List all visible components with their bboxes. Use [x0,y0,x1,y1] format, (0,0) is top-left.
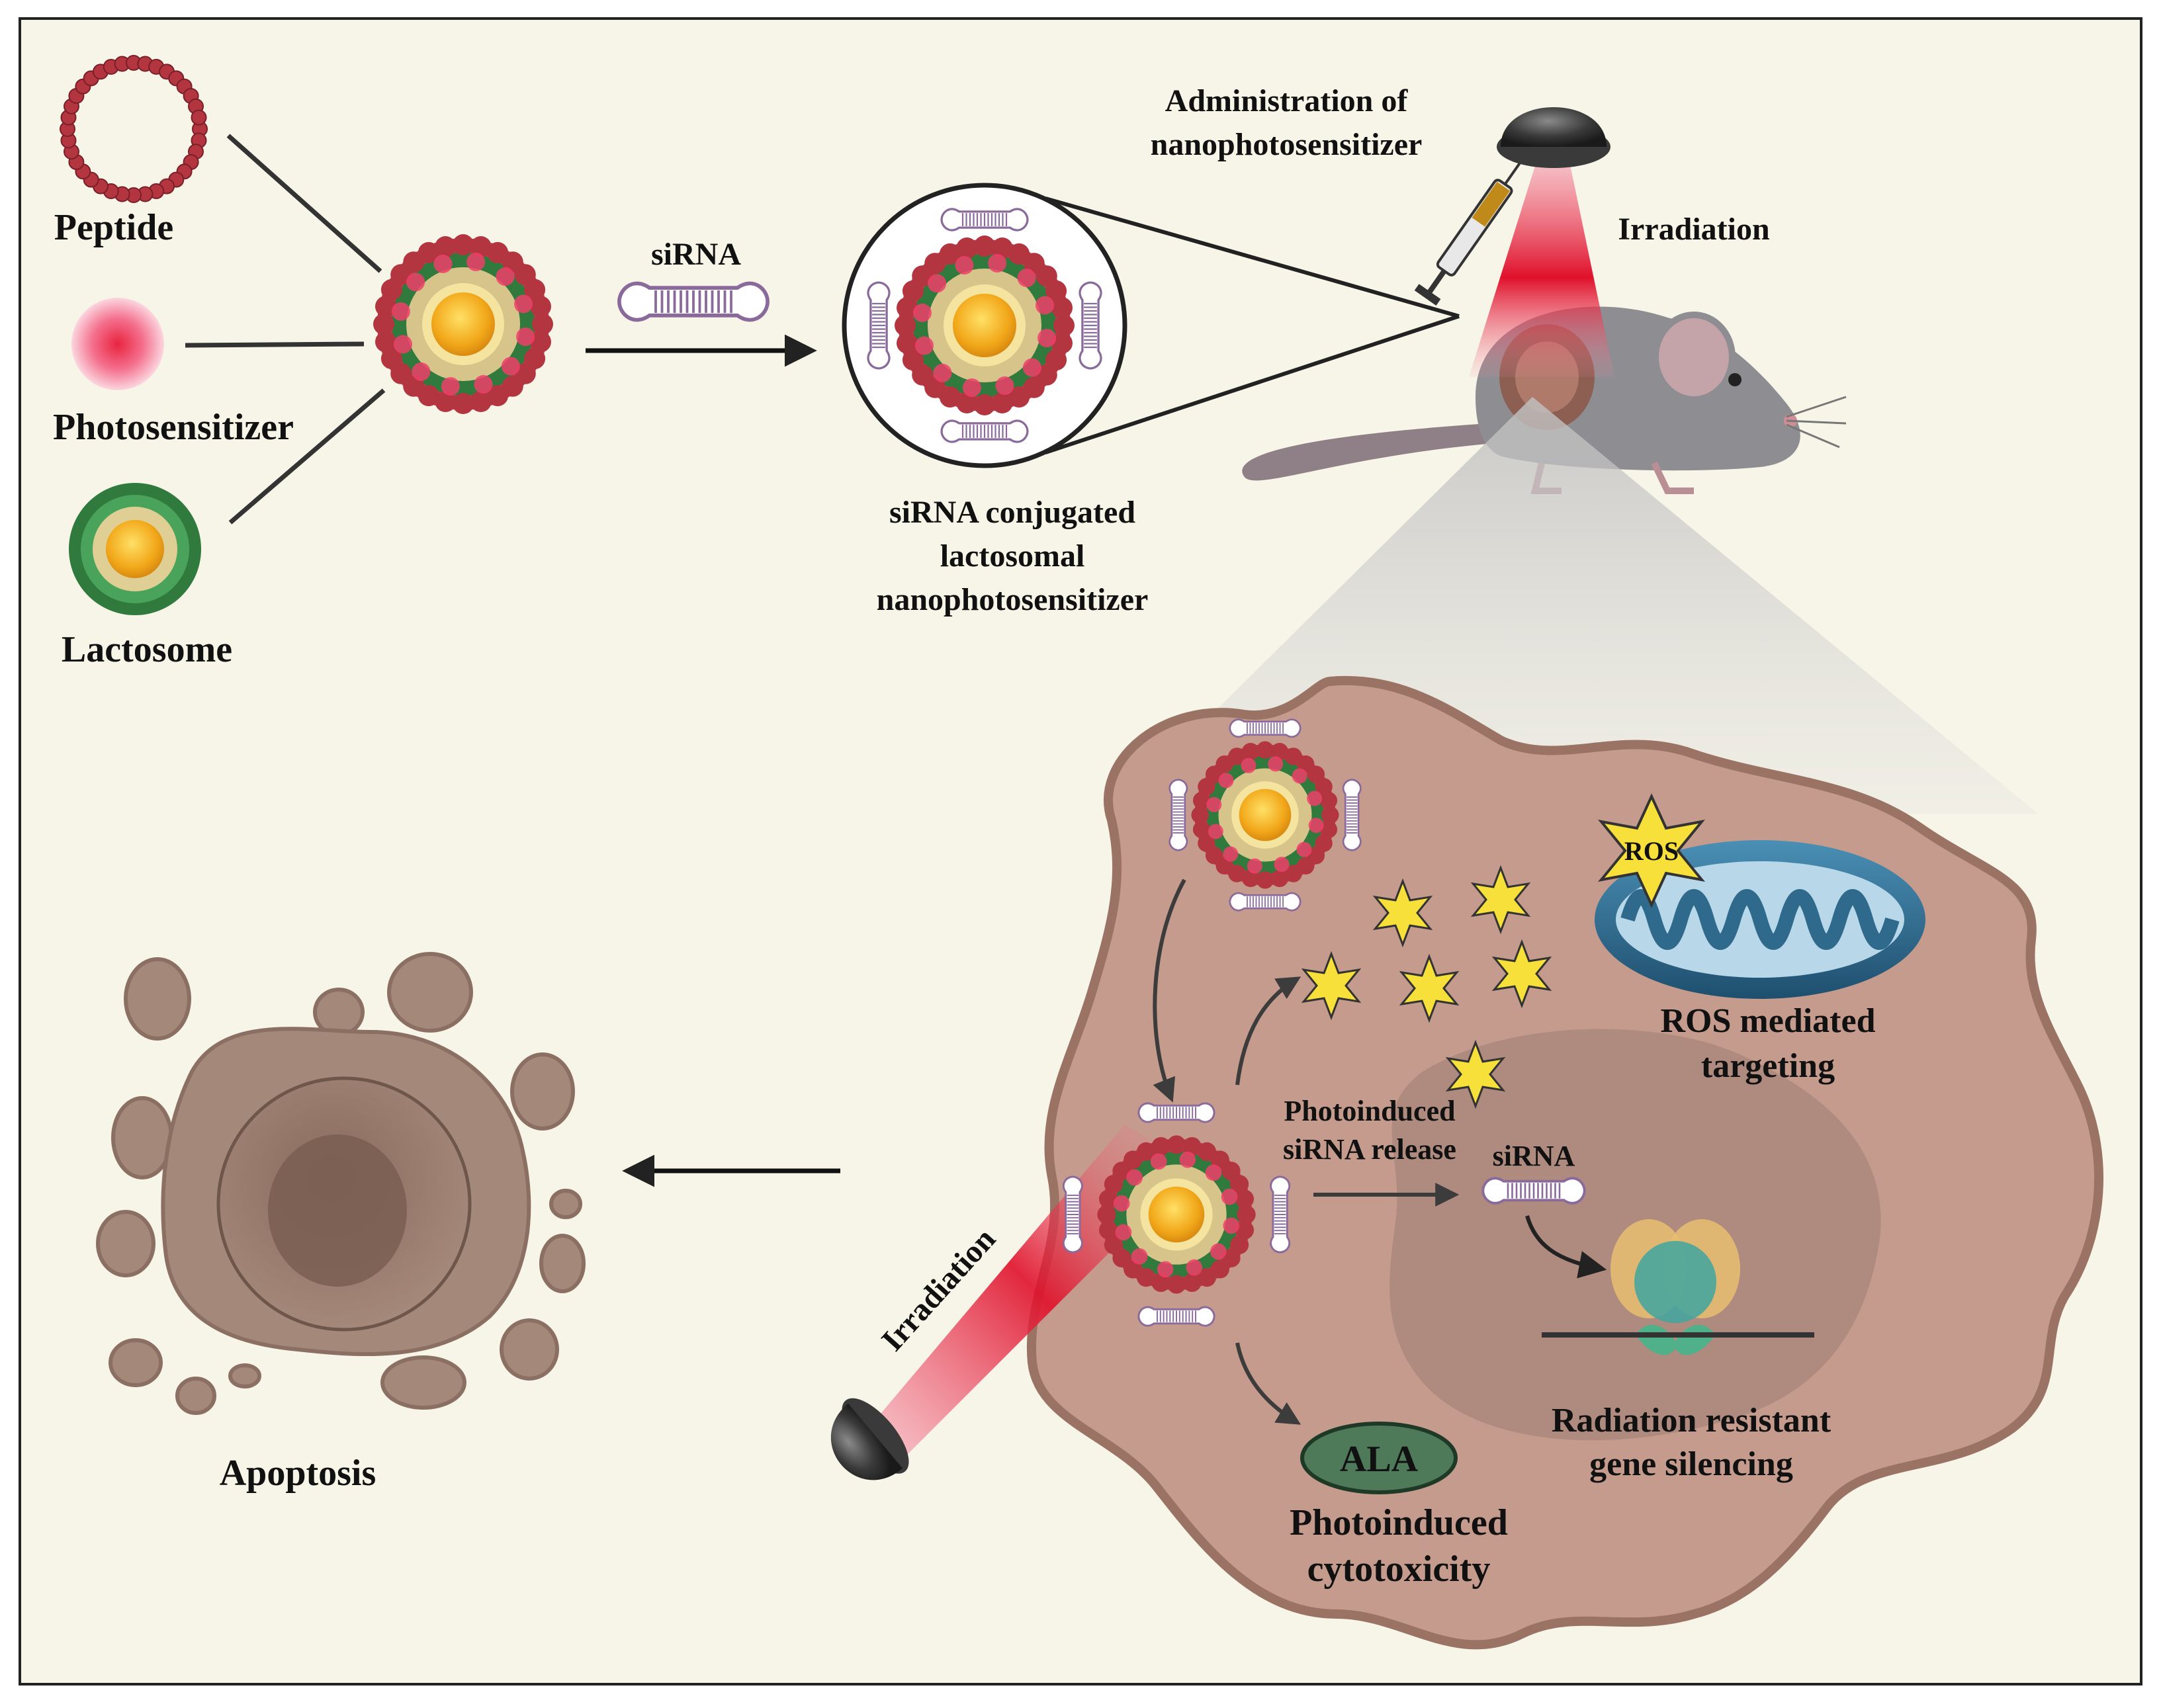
ros-star-label: ROS [1624,836,1679,866]
gene-silencing-label-line1: Radiation resistant [1552,1402,1831,1439]
apoptosis-label: Apoptosis [220,1453,376,1494]
assembly-lines [185,134,386,525]
top-irradiation-beam [1469,155,1614,377]
irradiation-label-top: Irradiation [1618,212,1769,247]
ros-mediated-label-line1: ROS mediated [1661,1002,1876,1040]
bottom-lamp-icon [830,1398,909,1480]
top-lamp-icon [1497,107,1610,168]
ros-star-badge [1597,793,1706,908]
sirna-icon-top [619,283,768,320]
ros-star [1372,878,1433,948]
gene-silencing-label-line2: gene silencing [1589,1445,1793,1483]
mitochondrion [1595,840,1925,999]
ros-star [1301,951,1362,1021]
conjugated-nanophotosensitizer [842,183,1127,468]
photosensitizer-label: Photosensitizer [53,407,294,448]
release-label-line1: Photoinduced [1284,1095,1455,1127]
cytotoxicity-label-line2: cytotoxicity [1307,1549,1491,1590]
ros-star [1470,865,1531,935]
lactosome-icon [69,483,201,615]
ros-arrow [1235,976,1301,1086]
lactosome-label: Lactosome [62,629,232,670]
ros-star [1445,1039,1506,1109]
peptide-bead [191,109,207,126]
ros-mediated-label-line2: targeting [1701,1047,1835,1085]
administration-label-line1: Administration of [1165,83,1409,118]
ros-star [1491,939,1552,1009]
sirna-cell-label: siRNA [1493,1140,1575,1172]
peptide-icon [60,55,208,203]
silencing-arrow [1525,1215,1607,1279]
apoptotic-cell [96,952,586,1415]
sirna-arrow-label: siRNA [651,237,741,272]
ala-label: ALA [1340,1439,1419,1480]
uptake-arrow [1153,878,1186,1103]
conjugated-label-line2: lactosomal [940,538,1085,574]
syringe-icon [1414,140,1537,306]
ala-badge [1300,1422,1458,1494]
administration-label-line2: nanophotosensitizer [1151,127,1423,162]
ros-star [1399,953,1460,1023]
release-label-line2: siRNA release [1283,1133,1456,1166]
zoom-lines [1045,196,1460,454]
conjugated-label-line1: siRNA conjugated [889,495,1135,530]
cytotoxicity-arrow [1235,1342,1301,1425]
conjugated-label-line3: nanophotosensitizer [877,582,1149,617]
ros-stars [1301,865,1552,1109]
free-sirna-icon [1481,1177,1586,1205]
cytotoxicity-label-line1: Photoinduced [1290,1502,1508,1543]
peptide-label: Peptide [54,207,173,248]
photosensitizer-icon [71,298,164,390]
